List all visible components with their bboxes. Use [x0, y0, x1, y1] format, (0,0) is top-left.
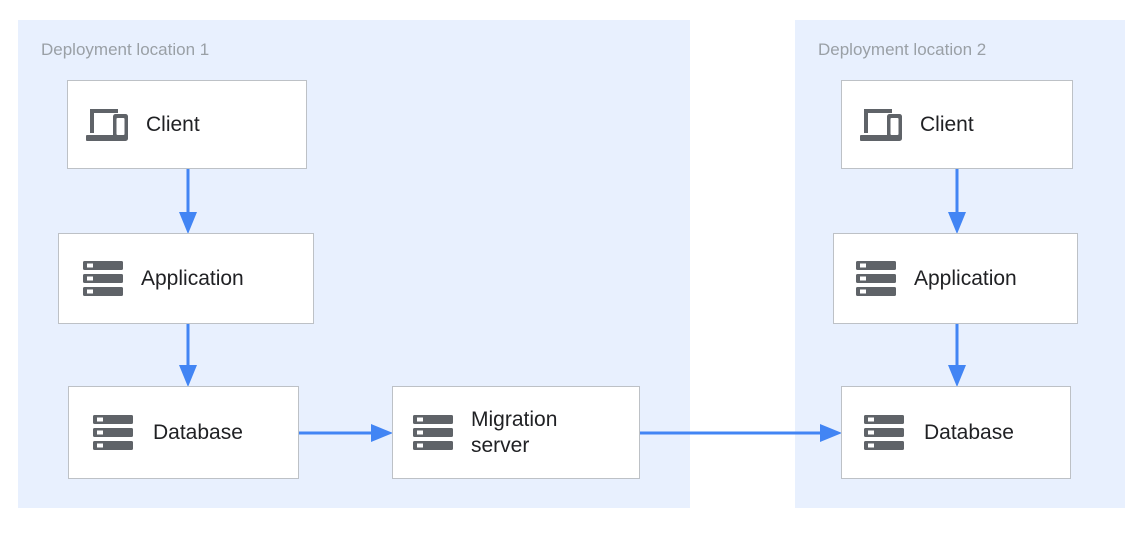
deployment-zone-1-label: Deployment location 1: [41, 40, 210, 59]
node-application-2-label: Application: [914, 266, 1017, 290]
devices-icon: [84, 105, 132, 145]
node-client-2[interactable]: Client: [841, 80, 1073, 169]
node-migration-server[interactable]: Migration server: [392, 386, 640, 479]
server-icon: [93, 414, 133, 452]
node-client-1-label: Client: [146, 112, 200, 136]
devices-icon: [858, 105, 906, 145]
server-icon: [413, 414, 453, 452]
edge-client2-application2: [947, 168, 967, 236]
node-application-1-label: Application: [141, 266, 244, 290]
edge-migration-database2: [640, 423, 844, 443]
deployment-zone-2-label: Deployment location 2: [818, 40, 987, 59]
edge-client1-application1: [178, 168, 198, 236]
node-database-1[interactable]: Database: [68, 386, 299, 479]
node-client-1[interactable]: Client: [67, 80, 307, 169]
node-migration-server-label: Migration server: [471, 407, 558, 457]
node-database-2-label: Database: [924, 420, 1014, 444]
node-database-2[interactable]: Database: [841, 386, 1071, 479]
node-application-2[interactable]: Application: [833, 233, 1078, 324]
edge-database1-migration: [299, 423, 395, 443]
server-icon: [856, 260, 896, 298]
server-icon: [83, 260, 123, 298]
edge-application2-database2: [947, 323, 967, 389]
edge-application1-database1: [178, 323, 198, 389]
server-icon: [864, 414, 904, 452]
node-database-1-label: Database: [153, 420, 243, 444]
node-client-2-label: Client: [920, 112, 974, 136]
node-application-1[interactable]: Application: [58, 233, 314, 324]
